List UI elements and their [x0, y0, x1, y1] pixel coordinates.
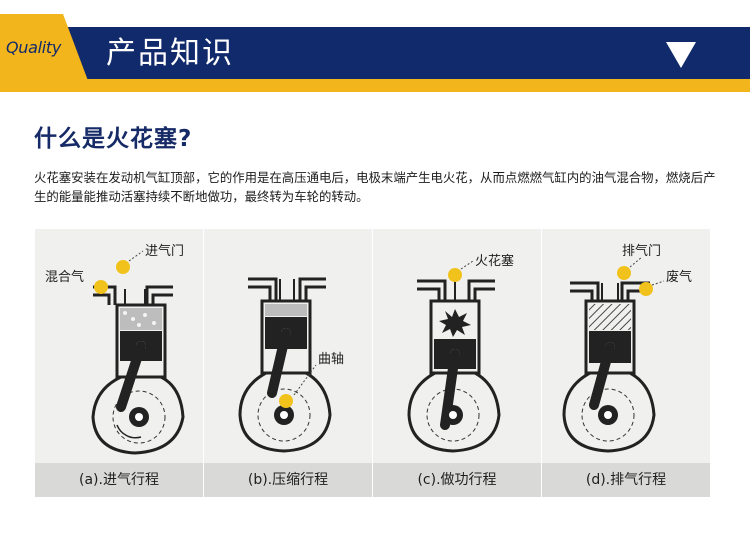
description-text: 火花塞安装在发动机气缸顶部，它的作用是在高压通电后，电极末端产生电火花，从而点燃…	[34, 170, 716, 204]
caption-compression: (b).压缩行程	[204, 463, 372, 497]
engine-diagram-intake: 进气门 混合气	[45, 243, 185, 455]
section-heading: 什么是火花塞?	[34, 126, 193, 152]
engine-diagram-power: 火花塞	[407, 253, 514, 453]
caption-intake: (a).进气行程	[35, 463, 203, 497]
label-exhaust-gas: 废气	[666, 269, 692, 285]
banner-stripe	[0, 78, 750, 92]
quality-label: Quality	[6, 38, 62, 57]
panel-exhaust-stroke: 排气门 废气 (d).排气行程	[542, 229, 710, 497]
caption-power: (c).做功行程	[373, 463, 541, 497]
engine-diagram-exhaust: 排气门 废气	[562, 243, 692, 453]
caption-exhaust: (d).排气行程	[542, 463, 710, 497]
label-spark-plug: 火花塞	[475, 253, 514, 269]
page-title: 产品知识	[106, 36, 234, 71]
panel-compression-stroke: 曲轴 (b).压缩行程	[204, 229, 372, 497]
label-exhaust-valve: 排气门	[622, 243, 661, 259]
panel-power-stroke: 火花塞 (c).做功行程	[373, 229, 541, 497]
triangle-down-icon[interactable]	[666, 42, 696, 68]
engine-diagram-compression: 曲轴	[238, 277, 344, 453]
label-intake-valve: 进气门	[145, 243, 184, 259]
label-mixture: 混合气	[45, 269, 84, 285]
label-crankshaft: 曲轴	[318, 352, 344, 367]
panel-intake-stroke: 进气门 混合气 (a).进气行程	[35, 229, 203, 497]
banner	[0, 27, 750, 79]
